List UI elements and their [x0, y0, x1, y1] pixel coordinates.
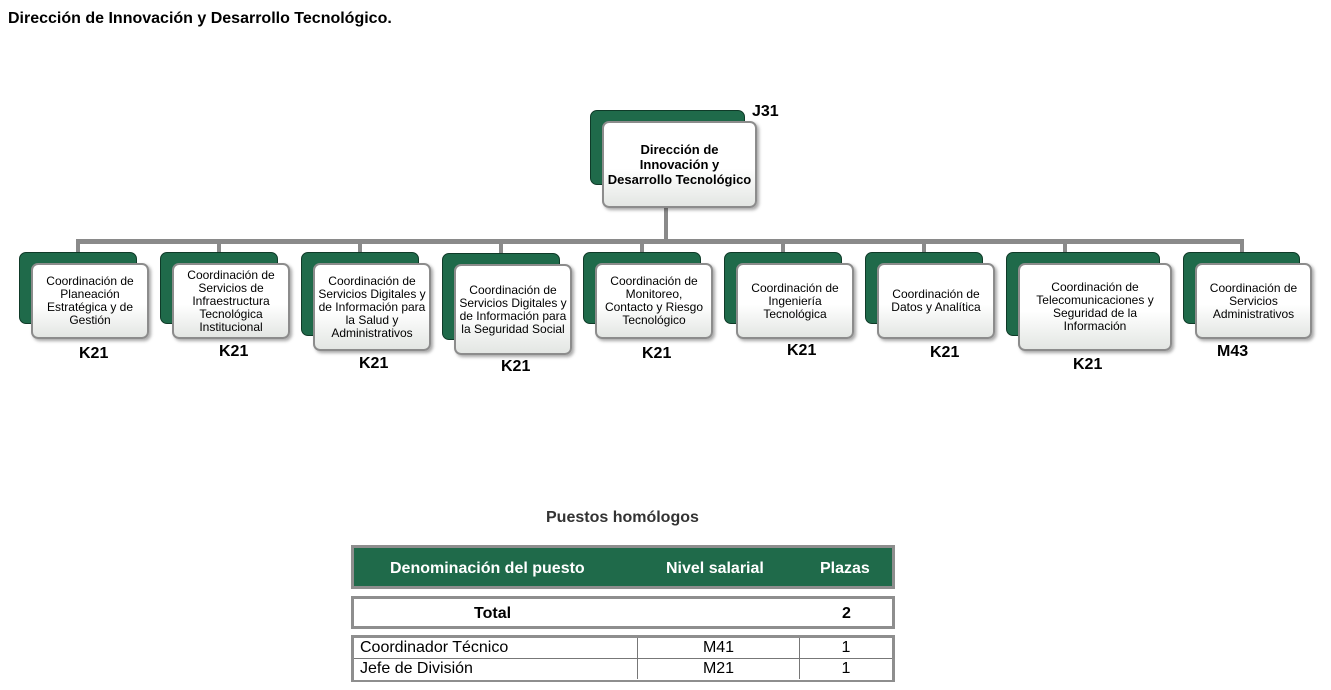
table-body: Coordinador Técnico M41 1 Jefe de Divisi… [351, 635, 895, 682]
total-label: Total [474, 605, 512, 622]
level-code: M43 [1217, 343, 1249, 360]
org-box-label: Coordinación de Servicios Digitales y de… [318, 273, 426, 340]
org-box-label: Coordinación de Ingeniería Tecnológica [751, 280, 839, 321]
cell-puesto: Coordinador Técnico [360, 639, 509, 656]
table-row: Jefe de División M21 1 [354, 659, 892, 679]
org-box-label: Coordinación de Planeación Estratégica y… [46, 274, 134, 327]
org-box-label: Coordinación de Servicios Digitales y de… [459, 282, 567, 336]
table-row: Coordinador Técnico M41 1 [354, 638, 892, 659]
cell-plazas: 1 [841, 639, 851, 656]
cell-puesto: Jefe de División [360, 660, 473, 677]
org-box-label: Coordinación de Servicios Administrativo… [1209, 280, 1298, 321]
org-box-label: Coordinación de Servicios de Infraestruc… [187, 267, 275, 334]
level-code: K21 [642, 345, 672, 362]
page-title: Dirección de Innovación y Desarrollo Tec… [8, 10, 392, 27]
level-code: K21 [501, 358, 531, 375]
column-header: Denominación del puesto [390, 560, 585, 577]
cell-plazas: 1 [841, 660, 851, 677]
org-box-label: Coordinación de Datos y Analítica [891, 287, 981, 314]
level-code: J31 [752, 103, 779, 120]
column-header: Plazas [820, 560, 870, 577]
cell-nivel: M41 [702, 639, 735, 656]
cell-nivel: M21 [702, 660, 735, 677]
org-box-label: Coordinación de Telecomunicaciones y Seg… [1036, 280, 1154, 333]
level-code: K21 [1073, 356, 1103, 373]
level-code: K21 [930, 344, 960, 361]
level-code: K21 [787, 342, 817, 359]
level-code: K21 [79, 345, 109, 362]
table-header: Denominación del puesto Nivel salarial P… [351, 545, 895, 589]
total-value: 2 [842, 605, 851, 622]
org-box-label: Dirección de Innovación y Desarrollo Tec… [607, 142, 752, 187]
org-box-label: Coordinación de Monitoreo, Contacto y Ri… [604, 274, 704, 327]
column-header: Nivel salarial [666, 560, 764, 577]
table-title: Puestos homólogos [546, 509, 699, 526]
level-code: K21 [219, 343, 249, 360]
level-code: K21 [359, 355, 389, 372]
table-total-row: Total 2 [351, 596, 895, 629]
